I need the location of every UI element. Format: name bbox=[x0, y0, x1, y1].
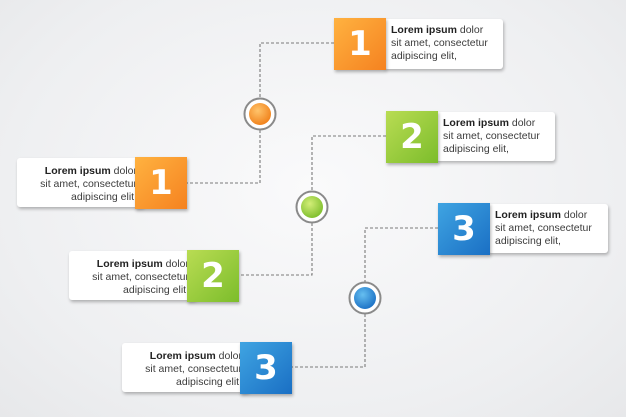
step-card-left-1: Lorem ipsum dolor sit amet, consectetur … bbox=[17, 158, 144, 207]
card-text: dolor bbox=[508, 117, 536, 129]
step-card-right-3: Lorem ipsum dolor sit amet, consectetur … bbox=[488, 204, 608, 253]
card-heading: Lorem ipsum bbox=[495, 209, 561, 221]
step-number-badge: 2 bbox=[187, 250, 239, 302]
card-text: adipiscing elit, bbox=[391, 50, 457, 62]
step-card-left-2: Lorem ipsum dolor sit amet, consectetur … bbox=[69, 251, 196, 300]
step-number-badge: 1 bbox=[135, 157, 187, 209]
connector-orange bbox=[187, 42, 334, 184]
card-heading: Lorem ipsum bbox=[96, 258, 163, 270]
step-number-badge: 3 bbox=[438, 203, 490, 255]
card-text: dolor bbox=[560, 209, 588, 221]
card-text: dolor bbox=[215, 350, 242, 362]
step-number-badge: 3 bbox=[240, 342, 292, 394]
card-text: adipiscing elit, bbox=[123, 284, 189, 296]
card-heading: Lorem ipsum bbox=[443, 117, 509, 129]
connector-green bbox=[239, 135, 386, 276]
card-text: adipiscing elit, bbox=[71, 191, 137, 203]
card-text: dolor bbox=[110, 165, 137, 177]
card-text: sit amet, consectetur bbox=[40, 178, 137, 190]
card-heading: Lorem ipsum bbox=[391, 24, 457, 36]
card-text: sit amet, consectetur bbox=[92, 271, 189, 283]
card-text: sit amet, consectetur bbox=[145, 363, 242, 375]
step-card-right-2: Lorem ipsum dolor sit amet, consectetur … bbox=[436, 112, 555, 161]
node-orange bbox=[243, 97, 277, 131]
card-heading: Lorem ipsum bbox=[149, 350, 216, 362]
node-green bbox=[295, 190, 329, 224]
card-text: adipiscing elit, bbox=[443, 143, 509, 155]
card-text: sit amet, consectetur bbox=[443, 130, 540, 142]
step-card-right-1: Lorem ipsum dolor sit amet, consectetur … bbox=[384, 19, 503, 69]
card-text: adipiscing elit, bbox=[176, 376, 242, 388]
card-text: sit amet, consectetur bbox=[391, 37, 488, 49]
card-text: dolor bbox=[162, 258, 189, 270]
card-text: adipiscing elit, bbox=[495, 235, 561, 247]
step-card-left-3: Lorem ipsum dolor sit amet, consectetur … bbox=[122, 343, 249, 392]
card-heading: Lorem ipsum bbox=[44, 165, 111, 177]
step-number-badge: 2 bbox=[386, 111, 438, 163]
step-number-badge: 1 bbox=[334, 18, 386, 70]
node-blue bbox=[348, 281, 382, 315]
card-text: sit amet, consectetur bbox=[495, 222, 592, 234]
card-text: dolor bbox=[456, 24, 484, 36]
connector-blue bbox=[292, 227, 438, 368]
